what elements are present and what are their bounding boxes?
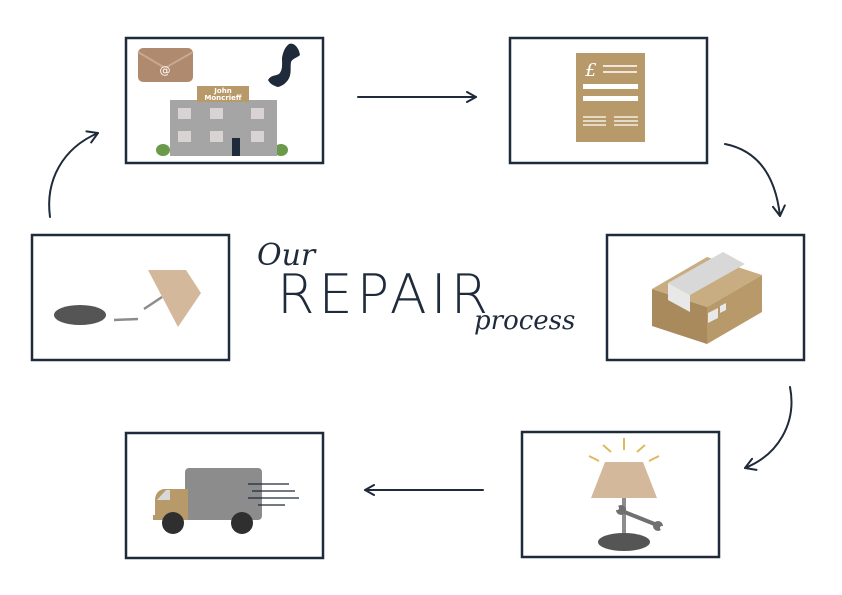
step-quote: £ (508, 36, 709, 165)
broken-lamp-icon (54, 270, 201, 327)
parcel-box-icon (652, 252, 762, 344)
center-title: Our REPAIR process (257, 238, 575, 336)
arrow-quote-to-parcel (724, 143, 786, 217)
contact-icon: @ John Moncrieff (137, 43, 300, 156)
currency-symbol: £ (584, 60, 596, 81)
title-process: process (474, 306, 575, 336)
quote-document-icon: £ (576, 53, 645, 142)
step-parcel (605, 233, 806, 362)
delivery-van-icon (153, 468, 299, 534)
step-delivery (124, 431, 325, 560)
email-symbol: @ (160, 64, 171, 77)
arrow-parcel-to-repair (744, 386, 793, 471)
wrench-icon (615, 505, 664, 531)
sign-text-line-1: John (213, 87, 231, 95)
step-repair (520, 430, 721, 559)
flow-arrows (48, 91, 793, 496)
step-broken (30, 233, 231, 362)
building-icon: John Moncrieff (156, 86, 288, 156)
repaired-lamp-icon (588, 438, 664, 551)
arrow-broken-to-contact (48, 130, 99, 218)
sign-text-line-2: Moncrieff (204, 94, 242, 102)
step-broken-box (30, 233, 231, 362)
phone-icon (268, 43, 300, 87)
step-contact: @ John Moncrieff (124, 36, 325, 165)
title-our: Our (257, 238, 317, 273)
email-icon: @ (137, 48, 194, 82)
title-repair: REPAIR (277, 263, 492, 326)
